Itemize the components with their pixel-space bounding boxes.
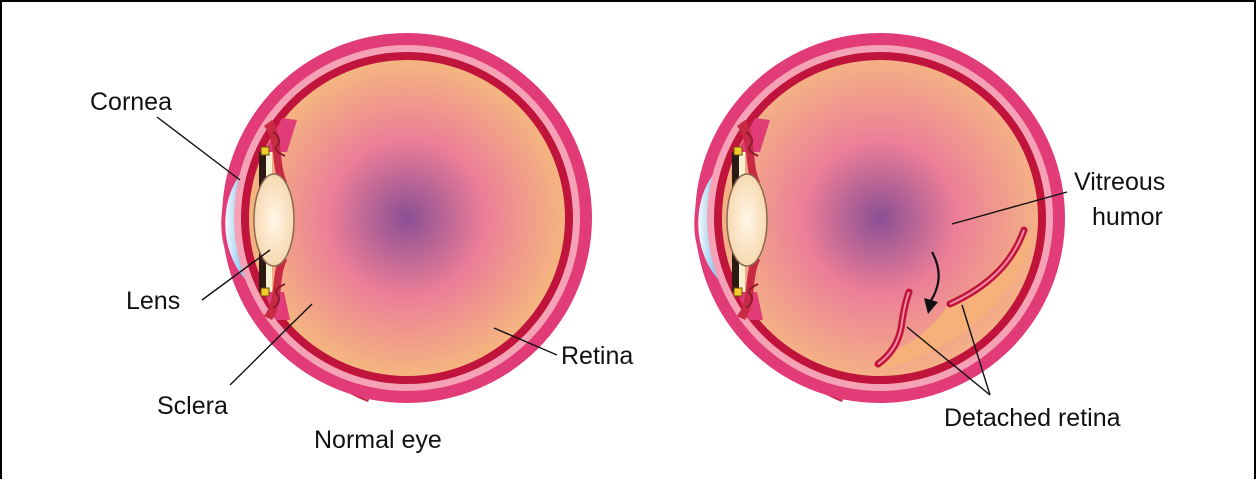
label-vitreous-line1: Vitreous <box>1074 168 1165 196</box>
label-cornea: Cornea <box>90 88 172 116</box>
detached-eye <box>695 33 1065 403</box>
label-sclera: Sclera <box>157 392 228 420</box>
lens-icon <box>727 174 767 266</box>
label-lens: Lens <box>126 287 180 315</box>
leader-cornea <box>157 117 240 180</box>
vitreous-body-icon <box>249 60 565 376</box>
label-retina: Retina <box>561 342 633 370</box>
label-detached-retina: Detached retina <box>944 404 1121 432</box>
label-vitreous-line2: humor <box>1092 203 1163 231</box>
lens-icon <box>254 174 294 266</box>
label-normal-eye: Normal eye <box>314 426 442 454</box>
normal-eye <box>222 33 592 403</box>
